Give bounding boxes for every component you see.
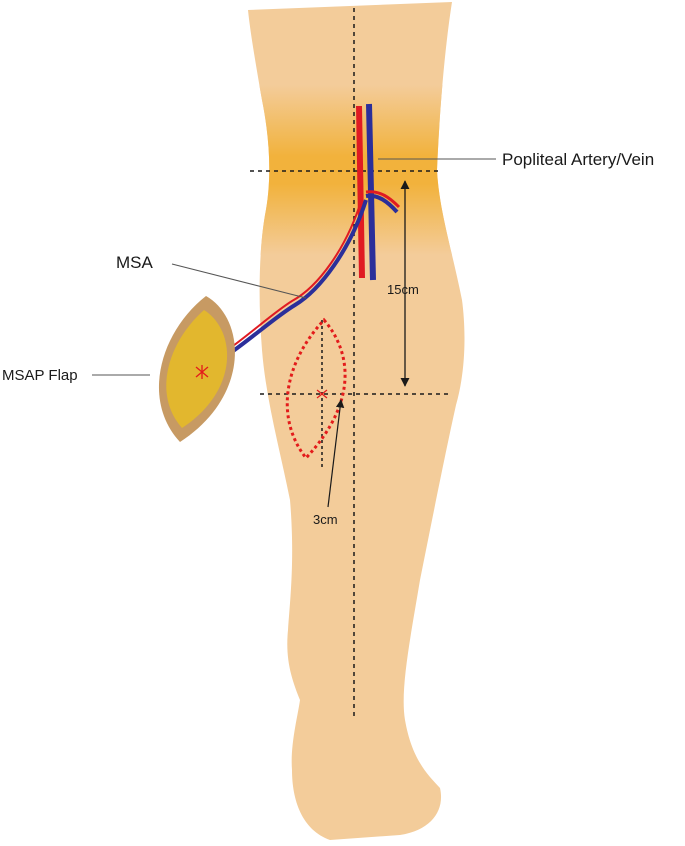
distance-15cm-label: 15cm [387, 282, 419, 297]
msa-label: MSA [116, 253, 154, 272]
distance-3cm-pointer [327, 399, 345, 508]
popliteal-artery [356, 105, 365, 279]
msap-flap [166, 310, 228, 428]
msa-leader-line [171, 263, 307, 299]
msa-vessel-vein [201, 199, 368, 373]
perforator-location-mark [316, 389, 328, 399]
msap-flap-label: MSAP Flap [2, 367, 78, 384]
flap-perforator-mark [195, 365, 209, 379]
distance-3cm-label: 3cm [313, 512, 338, 527]
lateral-branch-vein [365, 193, 399, 214]
popliteal-label: Popliteal Artery/Vein [502, 150, 654, 169]
lateral-branch-artery [365, 190, 401, 209]
flap-donor-outline [285, 317, 347, 461]
